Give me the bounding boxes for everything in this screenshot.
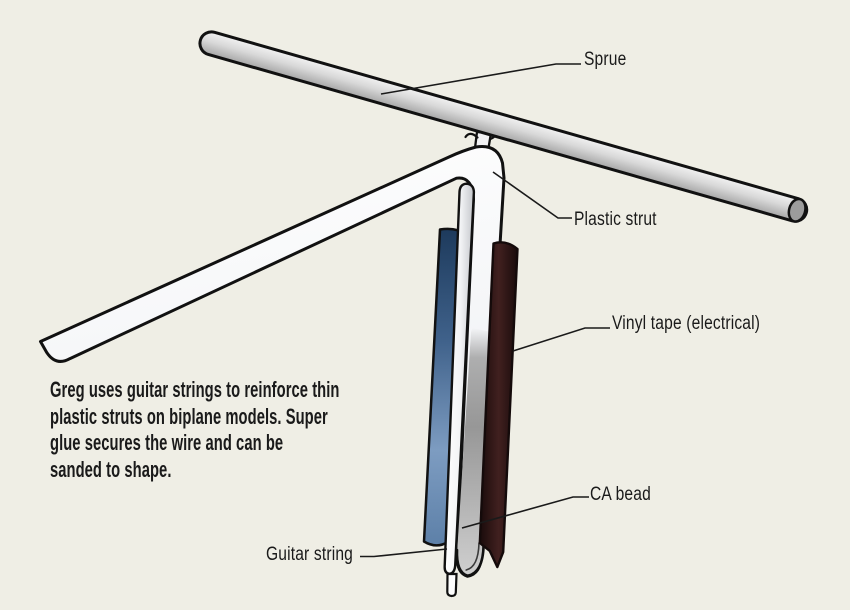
ca-bead-bottom-outline xyxy=(455,543,485,578)
label-sprue: Sprue xyxy=(584,49,627,70)
vinyl-tape-maroon xyxy=(478,241,519,569)
guitar-string-shape xyxy=(443,182,476,576)
nub-left-curl xyxy=(464,132,479,139)
label-vinyl-tape: Vinyl tape (electrical) xyxy=(612,313,761,334)
ca-bead-leader-line xyxy=(461,496,589,529)
sprue-leader-line xyxy=(380,63,581,95)
guitar-string-leader-line xyxy=(360,548,448,558)
sprue-rod xyxy=(198,30,809,223)
guitar-string-end-tab xyxy=(446,572,458,598)
sprue-rod-end-cap xyxy=(787,197,807,223)
vinyl-tape-leader-line xyxy=(512,327,610,352)
label-plastic-strut: Plastic strut xyxy=(574,209,657,230)
label-ca-bead: CA bead xyxy=(590,484,651,505)
label-guitar-string: Guitar string xyxy=(266,544,353,565)
ca-bead-inner-curve xyxy=(465,542,480,571)
caption-text: Greg uses guitar strings to reinforce th… xyxy=(50,377,340,482)
plastic-strut-leader-line xyxy=(492,171,572,219)
